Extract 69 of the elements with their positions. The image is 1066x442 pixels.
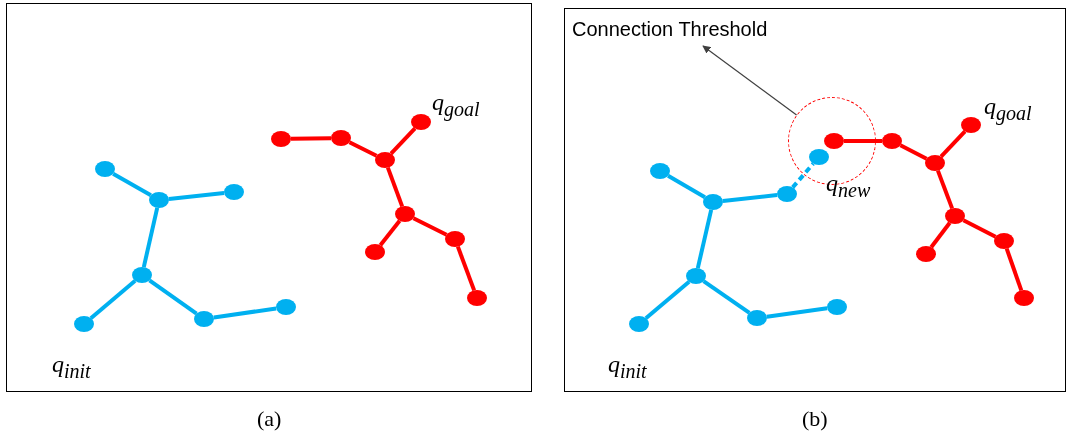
tree-edge	[141, 207, 160, 268]
tree-edge	[766, 306, 828, 319]
tree-node-dot	[74, 316, 94, 332]
tree-edge	[722, 193, 778, 203]
tree-node-dot	[777, 186, 797, 202]
node-label: q$_{new}$	[826, 171, 871, 200]
node-label: q$_{goal}$	[432, 90, 480, 119]
tree-edge	[962, 218, 997, 239]
tree-edge	[290, 136, 332, 141]
annotation-label: Connection Threshold	[572, 18, 796, 46]
tree-edge	[89, 279, 137, 320]
tree-node-dot	[650, 163, 670, 179]
tree-edge	[168, 191, 225, 201]
node-label: q$_{goal}$	[984, 94, 1032, 123]
panel-frame	[564, 8, 1066, 392]
tree-edge	[112, 171, 152, 198]
tree-edge	[1004, 248, 1024, 291]
node-label: q$_{init}$	[608, 352, 647, 381]
tree-edge	[456, 245, 476, 292]
tree-node-dot	[224, 184, 244, 200]
tree-node-dot	[276, 299, 296, 315]
tree-node-dot	[271, 131, 291, 147]
tree-node-dot	[411, 114, 431, 130]
tree-node-dot	[95, 161, 115, 177]
tree-node-dot	[629, 316, 649, 332]
tree-node-dot	[132, 267, 152, 283]
tree-edge	[667, 174, 706, 199]
tree-node-dot	[916, 246, 936, 262]
tree-edge	[702, 279, 751, 315]
tree-node-dot	[365, 244, 385, 260]
tree-edge	[213, 306, 277, 320]
tree-node-dot	[375, 152, 395, 168]
tree-node-dot	[703, 194, 723, 210]
tree-edge	[791, 162, 815, 189]
tree-edge	[385, 166, 405, 208]
tree-node-dot	[445, 231, 465, 247]
tree-node-dot	[149, 192, 169, 208]
node-label: q$_{init}$	[52, 352, 91, 381]
panel-frame	[6, 3, 532, 392]
tree-edge	[695, 209, 714, 269]
tree-edge	[412, 216, 448, 237]
tree-node-dot	[331, 130, 351, 146]
tree-node-dot	[824, 133, 844, 149]
tree-node-dot	[925, 155, 945, 171]
tree-node-dot	[395, 206, 415, 222]
tree-node-dot	[882, 133, 902, 149]
tree-node-dot	[827, 299, 847, 315]
tree-node-dot	[467, 290, 487, 306]
tree-edge	[929, 221, 952, 249]
tree-edge	[899, 143, 928, 161]
leader-arrow	[702, 45, 798, 116]
tree-node-dot	[686, 268, 706, 284]
tree-edge	[348, 140, 378, 158]
panel-caption: (a)	[257, 408, 282, 430]
panel-caption: (b)	[802, 408, 828, 430]
tree-node-dot	[1014, 290, 1034, 306]
tree-node-dot	[945, 208, 965, 224]
tree-edge	[389, 127, 417, 155]
tree-edge	[644, 280, 691, 320]
tree-edge	[939, 130, 967, 158]
tree-edge	[148, 278, 198, 316]
tree-node-dot	[994, 233, 1014, 249]
tree-node-dot	[747, 310, 767, 326]
tree-edge	[378, 219, 402, 247]
tree-node-dot	[194, 311, 214, 327]
tree-node-dot	[961, 117, 981, 133]
tree-edge	[936, 169, 954, 210]
tree-edge	[844, 139, 882, 143]
tree-node-dot	[809, 149, 829, 165]
